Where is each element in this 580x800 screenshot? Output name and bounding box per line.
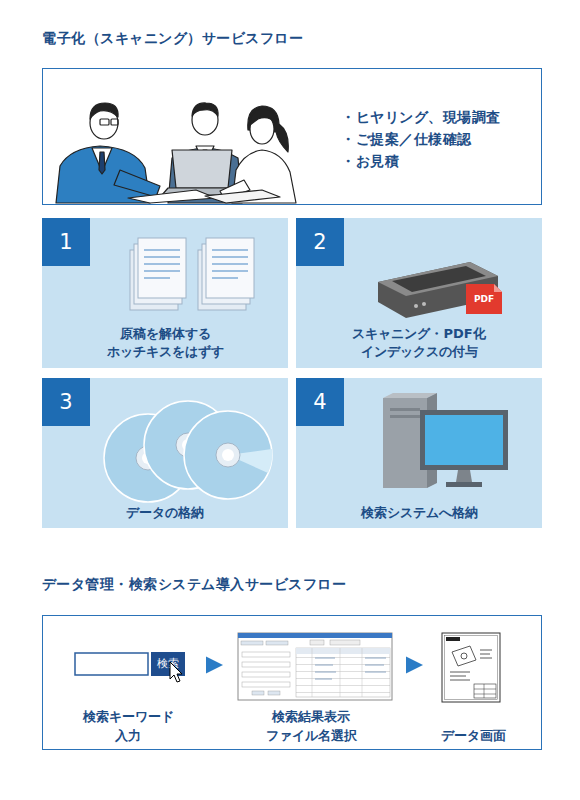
step-number: 2 bbox=[296, 218, 344, 266]
section-heading: データ管理・検索システム導入サービスフロー bbox=[42, 575, 347, 593]
item-caption: 検索キーワード 入力 bbox=[78, 707, 178, 745]
item-caption: データ画面 bbox=[423, 726, 523, 745]
search-button: 検索 bbox=[151, 652, 185, 676]
step-number: 4 bbox=[296, 378, 344, 426]
flow-item: 検索キーワード 入力検索 bbox=[63, 629, 193, 741]
flow-arrow bbox=[399, 665, 423, 666]
step-number: 1 bbox=[42, 218, 90, 266]
flow-arrow bbox=[193, 665, 223, 666]
button-text: 検索 bbox=[151, 652, 185, 676]
bullet-item: ・ヒヤリング、現場調査 bbox=[341, 107, 501, 127]
step-panel: 2 スキャニング・PDF化 インデックスの付与 bbox=[296, 218, 542, 368]
step-number: 3 bbox=[42, 378, 90, 426]
step-panel: 1 原稿を解体する ホッチキスをはずす bbox=[42, 218, 288, 368]
diagram-title: 電子化（スキャニング）サービスフロー bbox=[42, 29, 303, 47]
step-text: 原稿を解体する ホッチキスをはずす bbox=[80, 325, 250, 361]
step-panel: 4 検索システムへ格納 bbox=[296, 378, 542, 528]
step-panel: 3 データの格納 bbox=[42, 378, 288, 528]
item-caption: 検索結果表示 ファイル名選択 bbox=[256, 707, 366, 745]
bullet-item: ・ご提案／仕様確認 bbox=[341, 129, 472, 149]
tag-label: PDF bbox=[466, 293, 502, 305]
flow-item: データ画面 bbox=[423, 629, 523, 741]
step-text: 検索システムへ格納 bbox=[334, 504, 504, 522]
service-box: ・ヒヤリング、現場調査・ご提案／仕様確認・お見積 bbox=[42, 68, 542, 205]
bullet-item: ・お見積 bbox=[341, 151, 399, 171]
flow-item: 検索結果表示 ファイル名選択 bbox=[223, 629, 399, 741]
step-text: スキャニング・PDF化 インデックスの付与 bbox=[334, 325, 504, 361]
section-box: データ管理・検索システム導入サービスフロー検索キーワード 入力検索検索結果表示 … bbox=[42, 615, 542, 750]
step-text: データの格納 bbox=[80, 504, 250, 522]
